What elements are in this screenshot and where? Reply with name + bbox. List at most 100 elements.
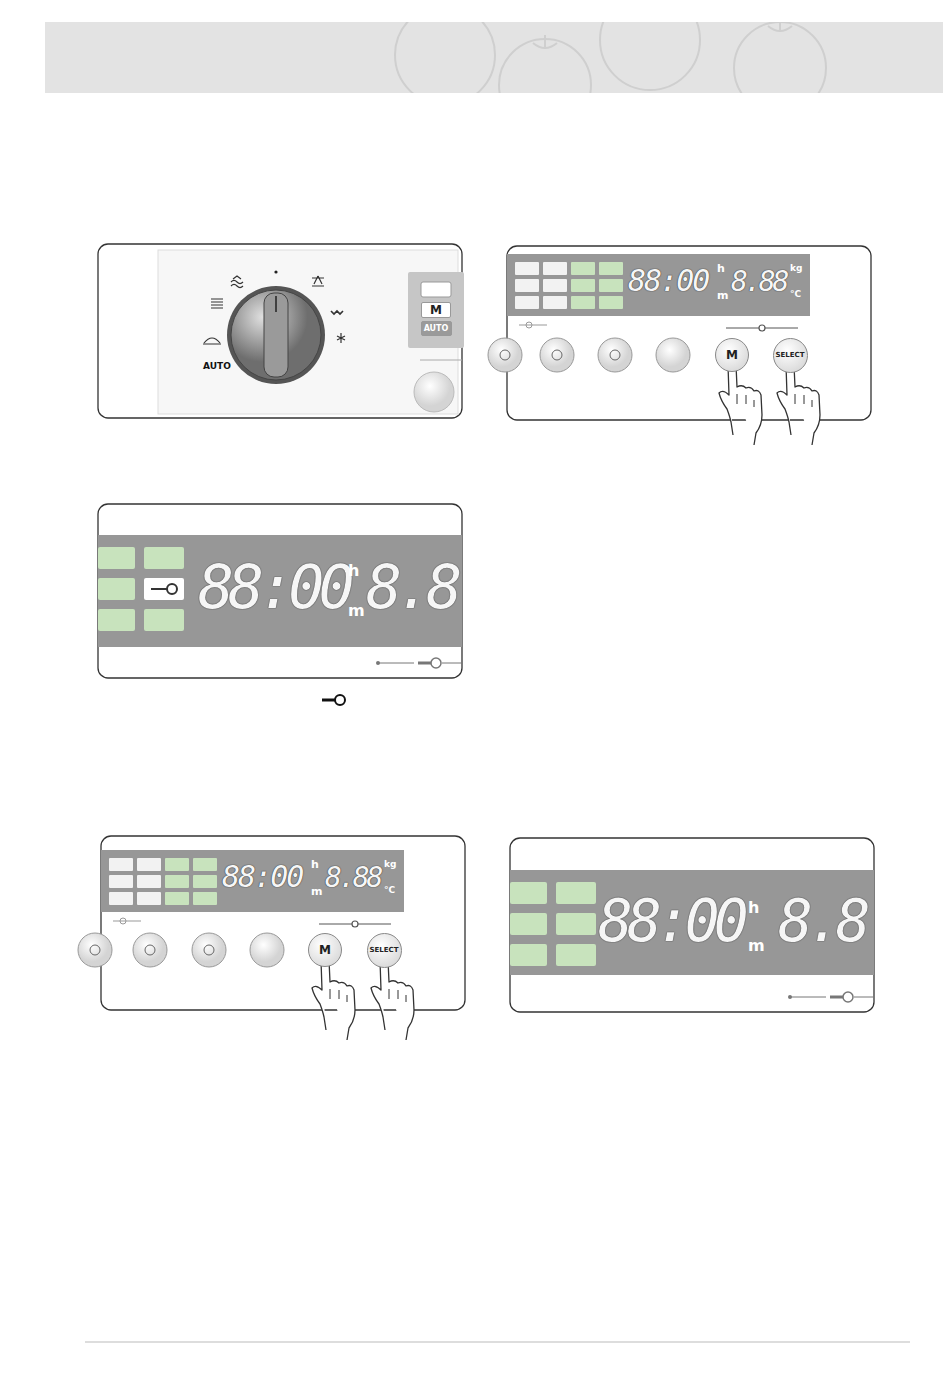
display-band (98, 535, 462, 647)
mode-indicator (515, 296, 539, 309)
mode-indicator (137, 858, 161, 871)
key-lock-line (854, 997, 874, 998)
mode-indicator (137, 892, 161, 905)
unit-label: m (717, 290, 728, 301)
mode-indicator (515, 279, 539, 292)
key-lock-icon (352, 921, 358, 927)
button-label: SELECT (776, 352, 805, 359)
button-icon (552, 350, 562, 360)
button (540, 338, 574, 372)
status-indicator (571, 296, 595, 309)
dial (231, 290, 321, 380)
pointing-hand (719, 362, 762, 445)
status-indicator (599, 262, 623, 275)
unit-label: m (348, 603, 365, 619)
unit-label: m (311, 886, 322, 897)
tomato-outline (734, 22, 826, 93)
status-indicator (556, 944, 596, 966)
finger-lines (330, 989, 347, 1002)
unit-label: °C (790, 290, 801, 299)
button-icon (610, 350, 620, 360)
figure-frame (101, 836, 465, 1010)
line-dot (788, 995, 792, 999)
segment-digits: 88:00 (198, 557, 349, 617)
status-indicator (556, 882, 596, 904)
line-dot (376, 661, 380, 665)
key-indicator (144, 578, 184, 600)
button (250, 933, 284, 967)
grill-icon (211, 299, 223, 308)
unit-label: h (311, 859, 319, 870)
unit-label: °C (384, 886, 395, 895)
button-icon (145, 945, 155, 955)
button (192, 933, 226, 967)
mode-indicator (543, 296, 567, 309)
key-symbol (322, 699, 336, 702)
indicator-line (113, 921, 141, 922)
display-band (510, 870, 874, 975)
status-indicator (193, 858, 217, 871)
off-dot (274, 270, 277, 273)
status-indicator (144, 547, 184, 569)
status-indicator (599, 279, 623, 292)
mode-indicator (109, 875, 133, 888)
display: 88:00 h m 8.8 (510, 870, 874, 975)
status-indicator (165, 875, 189, 888)
status-indicator (98, 578, 135, 600)
m-button: M (715, 338, 749, 372)
indicator-line (519, 325, 547, 326)
segment-digits: 88:00 (598, 892, 743, 950)
status-indicator (510, 913, 547, 935)
combi-icon (203, 338, 221, 344)
mode-indicator (109, 858, 133, 871)
key-lock-line (442, 663, 462, 664)
select-button: SELECT (773, 338, 808, 373)
status-indicator (98, 547, 135, 569)
status-indicator (599, 296, 623, 309)
button-label: SELECT (370, 947, 399, 954)
key-shaft (151, 588, 167, 590)
button (133, 933, 167, 967)
key-lock-icon (759, 325, 765, 331)
unit-label: kg (384, 860, 396, 869)
dial-ring (227, 286, 325, 384)
unit-label: h (748, 900, 759, 916)
segment-digits: 8.8 (778, 892, 865, 950)
dial-grip (264, 293, 288, 377)
light-icon (526, 322, 532, 328)
status-indicator (144, 609, 184, 631)
footer-rule (85, 1342, 910, 1343)
button-icon (90, 945, 100, 955)
status-indicator (571, 279, 595, 292)
pointing-hand (312, 957, 355, 1040)
mode-key: M (421, 302, 451, 318)
status-indicator (556, 913, 596, 935)
status-indicator (510, 944, 547, 966)
fan-icon (231, 276, 243, 288)
tomato-outline (395, 22, 495, 93)
select-button: SELECT (367, 933, 402, 968)
button-label: AUTO (424, 325, 449, 333)
status-indicator (193, 875, 217, 888)
status-indicator (193, 892, 217, 905)
figure-frame (98, 244, 462, 418)
key-icon (830, 996, 844, 999)
mode-indicator (109, 892, 133, 905)
segment-digits: 88:00 (628, 266, 708, 296)
key-column (408, 272, 464, 348)
button (488, 338, 522, 372)
snow-icon (337, 333, 345, 343)
mode-indicator (137, 875, 161, 888)
button-icon (204, 945, 214, 955)
display: 88:00hm8.88kg°C (507, 254, 810, 316)
display-band (507, 254, 810, 316)
dial-pointer (275, 296, 277, 312)
unit-label: m (748, 938, 765, 954)
button-label: M (430, 304, 442, 316)
button-label: M (319, 944, 331, 956)
light-icon (120, 918, 126, 924)
segment-digits: 8.8 (366, 557, 456, 617)
key-symbol (335, 695, 345, 705)
pointing-hand (371, 957, 414, 1040)
